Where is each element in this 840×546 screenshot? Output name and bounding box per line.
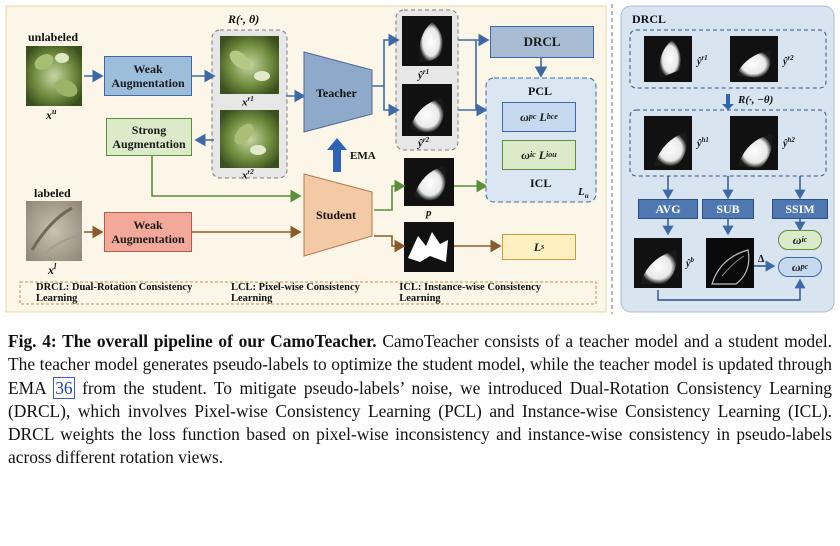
lu-label: Lu [578, 186, 589, 201]
sub-box: SUB [702, 199, 754, 219]
strong-augmentation: Strong Augmentation [106, 118, 192, 156]
student-network [303, 173, 373, 257]
legend-item-icl: ICL: Instance-wise Consistency Learning [399, 282, 541, 304]
pseudo-label-1 [402, 16, 452, 66]
drcl-yr1-image [644, 36, 692, 82]
x-labeled-label: xl [48, 262, 57, 277]
drcl-yr2-image [730, 36, 778, 82]
drcl-delta-image [706, 238, 754, 288]
icl-label: ICL [530, 176, 552, 190]
yr1-label: ŷr1 [418, 68, 430, 82]
drcl-yh1-image [644, 116, 692, 170]
rotation-label: R(·, θ) [228, 12, 260, 26]
labeled-label: labeled [34, 186, 71, 200]
teacher-network [303, 51, 373, 133]
drcl-box: DRCL [490, 26, 594, 58]
drcl-panel-title: DRCL [632, 12, 667, 26]
pcl-label: PCL [528, 84, 552, 98]
ema-label: EMA [350, 150, 376, 162]
drcl-yb-label: ŷb [686, 256, 694, 270]
teacher-label: Teacher [316, 86, 357, 100]
drcl-yh2-image [730, 116, 778, 170]
x-unlabeled-label: xu [46, 107, 57, 122]
citation-link[interactable]: 36 [53, 376, 75, 399]
figure-caption: Fig. 4: The overall pipeline of our Camo… [8, 330, 832, 470]
unlabeled-label: unlabeled [28, 30, 79, 44]
yr2-label: ŷr2 [418, 136, 430, 150]
weak-augmentation-labeled: Weak Augmentation [104, 212, 192, 252]
p-label: p [426, 207, 432, 219]
avg-box: AVG [638, 199, 698, 219]
rotated-image-2 [220, 110, 279, 168]
legend-item-lcl: LCL: Pixel-wise Consistency Learning [230, 282, 360, 304]
caption-figure-label: Fig. 4: The overall pipeline of our Camo… [8, 331, 377, 351]
drcl-yr1-label: ŷr1 [697, 54, 708, 68]
delta-label: Δ [758, 254, 765, 265]
student-label: Student [316, 208, 357, 222]
ground-truth-mask [404, 222, 454, 272]
legend-item-drcl: DRCL: Dual-Rotation Consistency Learning [36, 282, 193, 304]
drcl-top-box [629, 29, 827, 89]
xr2-label: xr2 [242, 168, 254, 182]
pseudo-label-2 [402, 84, 452, 136]
drcl-yr2-label: ŷr2 [783, 54, 794, 68]
drcl-yh1-label: ŷh1 [697, 136, 709, 150]
weak-augmentation-unlabeled: Weak Augmentation [104, 56, 192, 96]
caption-text-2: from the student. To mitigate pseudo-lab… [8, 377, 832, 468]
drcl-yh2-label: ŷh2 [783, 136, 795, 150]
caption-text-1: CamoTeacher consists of a teacher model … [8, 331, 833, 398]
figure-canvas [5, 4, 835, 314]
legend-box [19, 281, 597, 305]
ssim-box: SSIM [772, 199, 828, 219]
drcl-yb-image [634, 238, 682, 288]
student-prediction-image [404, 158, 454, 206]
pipeline-figure: unlabeled xu labeled xl Weak Augmentatio… [5, 4, 835, 314]
drcl-rotation-label: R(·, −θ) [738, 94, 774, 106]
labeled-image [26, 201, 82, 261]
unlabeled-image [26, 46, 82, 106]
rotated-image-1 [220, 36, 279, 94]
xr1-label: xr1 [242, 95, 254, 109]
figure-legend: DRCL: Dual-Rotation Consistency Learning… [22, 282, 594, 304]
